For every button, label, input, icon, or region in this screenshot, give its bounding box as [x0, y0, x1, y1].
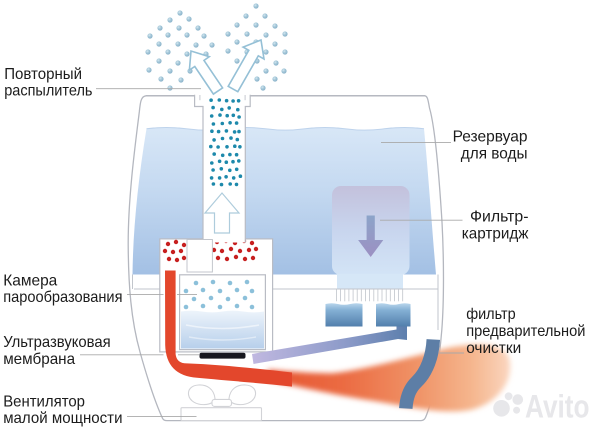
svg-text:Фильтр-картридж: Фильтр-картридж [462, 209, 529, 243]
svg-text:Avito: Avito [525, 388, 590, 424]
